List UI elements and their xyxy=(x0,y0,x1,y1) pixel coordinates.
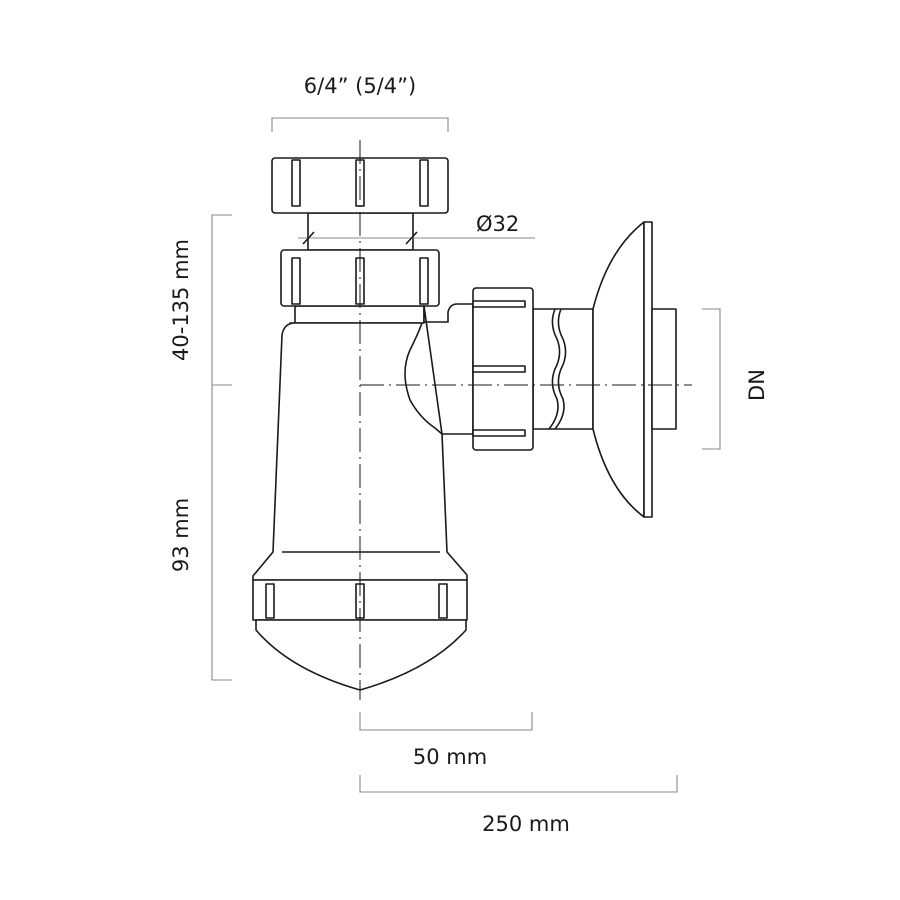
dimension-left: 40-135 mm 93 mm xyxy=(169,214,232,681)
label-top-thread: 6/4” (5/4”) xyxy=(304,74,416,98)
label-total-length: 250 mm xyxy=(482,812,570,836)
label-outlet-offset: 50 mm xyxy=(413,745,487,769)
outlet-connector xyxy=(423,287,594,451)
label-pipe-diameter: Ø32 xyxy=(476,212,519,236)
dimension-top-thread: 6/4” (5/4”) xyxy=(271,74,449,132)
neck: Ø32 xyxy=(298,212,535,251)
wall-flange xyxy=(592,221,677,518)
dimension-bottom: 50 mm 250 mm xyxy=(359,712,678,836)
trap-body xyxy=(252,305,468,691)
dimension-dn: DN xyxy=(702,308,769,450)
label-height-adjustable: 40-135 mm xyxy=(169,239,193,361)
label-outlet-size: DN xyxy=(745,369,769,401)
label-lower-height: 93 mm xyxy=(169,498,193,572)
